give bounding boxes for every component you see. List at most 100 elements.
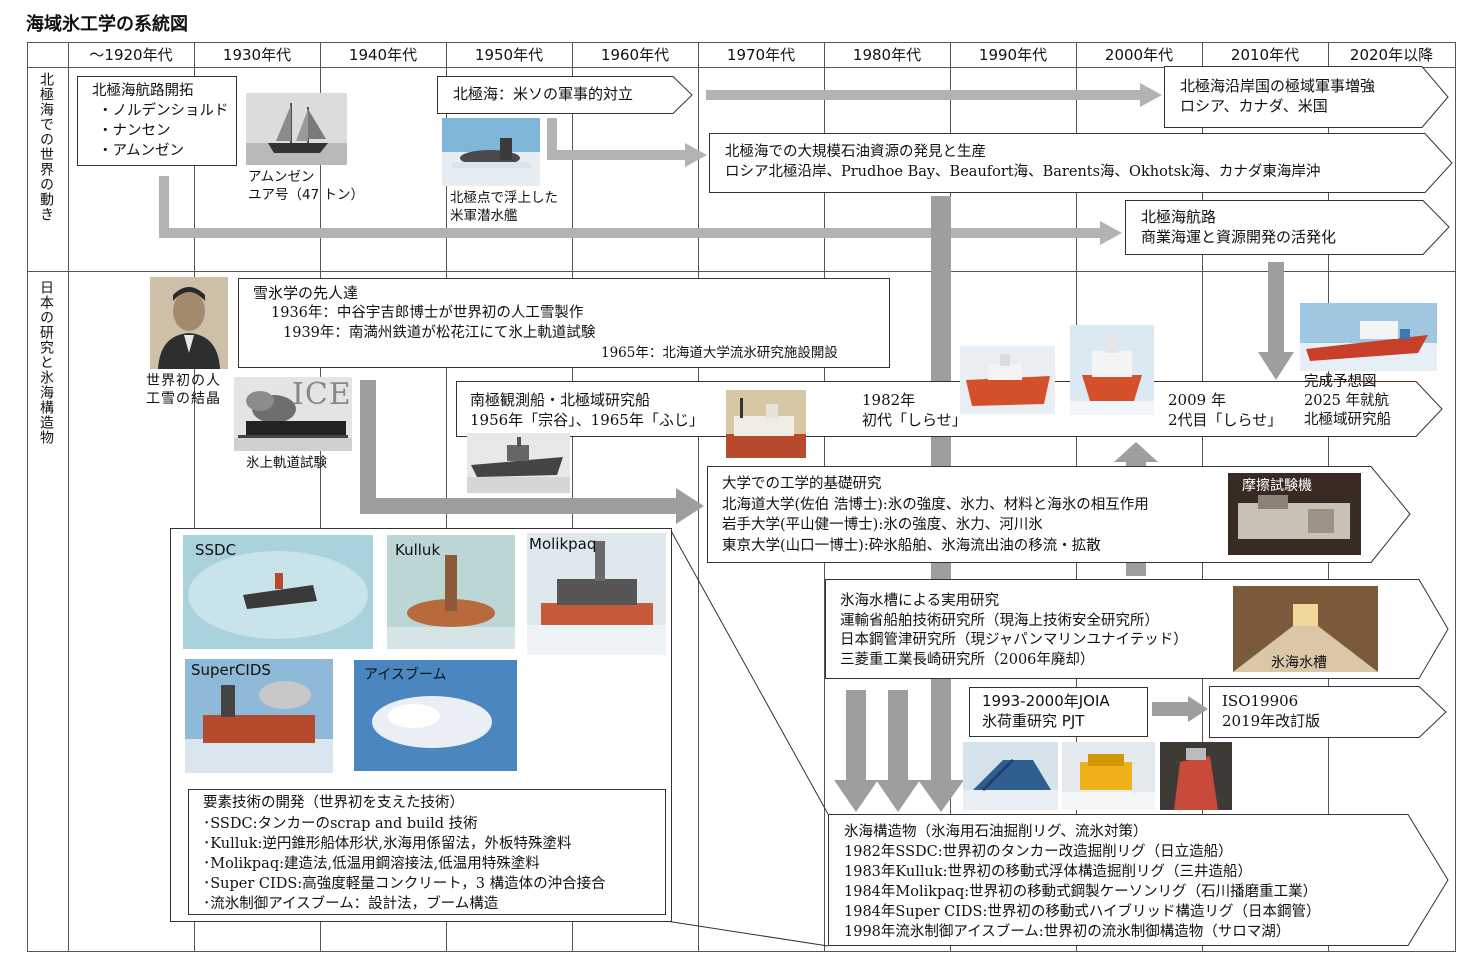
grid-right: [1455, 42, 1456, 951]
oil-line: 北極海での大規模石油資源の発見と生産: [725, 144, 986, 160]
row-label-world: 北極海での世界の動き: [38, 72, 54, 222]
arrow-coldwar-head: [1140, 83, 1162, 107]
box-arctic-route-pioneers: 北極海航路開拓 ・ノルデンショルド ・ナンセン ・アムンゼン: [77, 76, 237, 166]
box-oil-resources: [709, 133, 1453, 193]
box-ice-structures: [828, 814, 1449, 946]
ice-rail-test-photo: ICE: [234, 377, 352, 451]
model-test-icon: [1160, 742, 1232, 810]
grid-col: [194, 42, 195, 951]
arrow-joia-iso: [1152, 702, 1192, 716]
rig-icon: [185, 659, 333, 773]
box-polar-research-ships: [456, 381, 1443, 437]
joia-text: 1993-2000年JOIA 氷荷重研究 PJT: [982, 691, 1110, 731]
arv-line: 完成予想図: [1304, 374, 1377, 390]
rig-icon: [527, 533, 666, 655]
submarine-caption-line: 北極点で浮上した: [450, 190, 558, 206]
decade-header: 2000年代: [1104, 46, 1174, 64]
ships-line: 1956年「宗谷」、1965年「ふじ」: [470, 410, 704, 429]
amundsen-caption: アムンゼン ユア号（47 トン）: [248, 168, 364, 204]
grid-header-bottom: [27, 67, 1456, 68]
structures-line: 1983年Kulluk:世界初の移動式浮体構造掘削リグ（三井造船）: [844, 864, 1253, 880]
row-label-japan: 日本の研究と氷海構造物: [38, 280, 54, 445]
arrow-tank-down-2-head: [876, 780, 920, 812]
rig-icon: [387, 535, 515, 649]
tank-label: 氷海水槽: [1271, 655, 1327, 671]
ice-sign-text: ICE: [292, 377, 352, 412]
elements-line: ･Super CIDS:高強度軽量コンクリート，3 構造体の沖合接合: [203, 876, 606, 892]
university-line: 大学での工学的基礎研究: [722, 476, 882, 492]
arv-line: 2025 年就航: [1304, 393, 1390, 409]
structures-line: 1998年流氷制御アイスブーム:世界初の流氷制御構造物（サロマ湖）: [844, 924, 1291, 940]
box-northern-sea-route: [1125, 200, 1450, 255]
arctic-research-vessel-photo: [1300, 303, 1437, 371]
shirase-1-photo: [960, 346, 1055, 414]
ice-boom-photo: アイスブーム: [354, 660, 517, 771]
shirase2-line: 2代目「しらせ」: [1168, 410, 1283, 429]
university-line: 北海道大学(佐伯 浩博士):氷の強度、氷力、材料と海氷の相互作用: [722, 496, 1149, 513]
arrow-pioneers-down: [360, 380, 376, 512]
grid-label-col: [68, 42, 69, 951]
model-test-photo-2: [1062, 742, 1155, 810]
university-text: 大学での工学的基礎研究 北海道大学(佐伯 浩博士):氷の強度、氷力、材料と海氷の…: [722, 474, 1149, 556]
supercids-photo: SuperCIDS: [185, 659, 333, 773]
callout-line-bottom: [665, 920, 829, 947]
grid-top: [27, 42, 1456, 43]
molikpaq-label: Molikpaq: [529, 535, 597, 553]
shirase2-text: 2009 年 2代目「しらせ」: [1168, 391, 1282, 430]
grid-left: [27, 42, 28, 951]
arrow-nsr-down: [159, 176, 169, 236]
arrow-tank-up-head: [1114, 442, 1158, 462]
joia-line: 氷荷重研究 PJT: [982, 712, 1085, 730]
box-joia-project: 1993-2000年JOIA 氷荷重研究 PJT: [969, 687, 1148, 737]
model-test-icon: [1062, 742, 1155, 810]
shirase1-text: 1982年 初代「しらせ」: [862, 391, 967, 430]
structures-line: 1984年Molikpaq:世界初の移動式鋼製ケーソンリグ（石川播磨重工業）: [844, 884, 1318, 900]
friction-tester-photo: 摩擦試験機: [1228, 473, 1361, 555]
arrow-tank-down-1-head: [834, 780, 878, 812]
arrow-coldwar-shaft: [706, 90, 1146, 100]
arv-line: 北極域研究船: [1304, 412, 1391, 428]
submarine-icon: [442, 118, 540, 186]
university-line: 東京大学(山口一博士):砕氷船舶、氷海流出油の移流・拡散: [722, 537, 1101, 554]
ice-tank-icon: [1233, 586, 1378, 672]
nakaya-caption: 世界初の人 工雪の結晶: [146, 372, 221, 408]
elements-line: ･流氷制御アイスブーム：設計法，ブーム構造: [203, 896, 499, 912]
tank-line: 日本鋼管津研究所（現ジャパンマリンユナイテッド）: [840, 632, 1188, 648]
structures-line: 1982年SSDC:世界初のタンカー改造掘削リグ（日立造船）: [844, 844, 1233, 860]
arrow-oil-head: [918, 780, 964, 812]
kulluk-label: Kulluk: [395, 541, 441, 559]
model-test-icon: [963, 742, 1058, 810]
steam-train-icon: [234, 377, 352, 451]
cold-war-text: 北極海：米ソの軍事的対立: [453, 85, 634, 103]
grid-col: [320, 42, 321, 951]
elements-line: ･Kulluk:逆円錐形船体形状,氷海用係留法，外板特殊塗料: [203, 836, 572, 852]
decade-header: 1940年代: [348, 46, 418, 64]
arrow-pioneers-head: [676, 488, 704, 524]
box-iso-standard: [1209, 686, 1447, 738]
ships-text: 南極観測船・北極域研究船 1956年「宗谷」、1965年「ふじ」: [470, 391, 704, 430]
submarine-photo: [442, 118, 540, 186]
tank-line: 三菱重工業長崎研究所（2006年廃却）: [840, 651, 1095, 668]
route-box-title: 北極海航路開拓: [92, 83, 194, 99]
pioneers-title: 雪氷学の先人達: [253, 284, 359, 302]
shirase-2-photo: [1070, 325, 1154, 415]
arrow-nsr-to-arv-head: [1258, 352, 1294, 380]
ssdc-photo: SSDC: [183, 535, 373, 649]
arrow-sub-right: [547, 150, 687, 160]
friction-label: 摩擦試験機: [1242, 478, 1312, 494]
arrow-pioneers-right: [360, 498, 680, 514]
ice-boom-icon: [354, 660, 517, 771]
amundsen-caption-line: ユア号（47 トン）: [248, 187, 364, 203]
submarine-caption: 北極点で浮上した 米軍潜水艦: [450, 189, 558, 225]
model-test-photo-1: [963, 742, 1058, 810]
machine-icon: [1228, 473, 1361, 555]
oil-line: ロシア北極沿岸、Prudhoe Bay、Beaufort海、Barents海、O…: [725, 163, 1321, 180]
icebreaker-icon: [1070, 325, 1154, 415]
decade-header: 1980年代: [852, 46, 922, 64]
nakaya-caption-line: 工雪の結晶: [146, 391, 221, 407]
decade-header: 1950年代: [474, 46, 544, 64]
military-line: 北極海沿岸国の極域軍事増強: [1180, 77, 1376, 95]
structures-text: 氷海構造物（氷海用石油掘削リグ、流氷対策） 1982年SSDC:世界初のタンカー…: [844, 822, 1321, 942]
route-box-item: ・ナンセン: [98, 123, 171, 139]
nsr-line: 北極海航路: [1141, 208, 1217, 226]
